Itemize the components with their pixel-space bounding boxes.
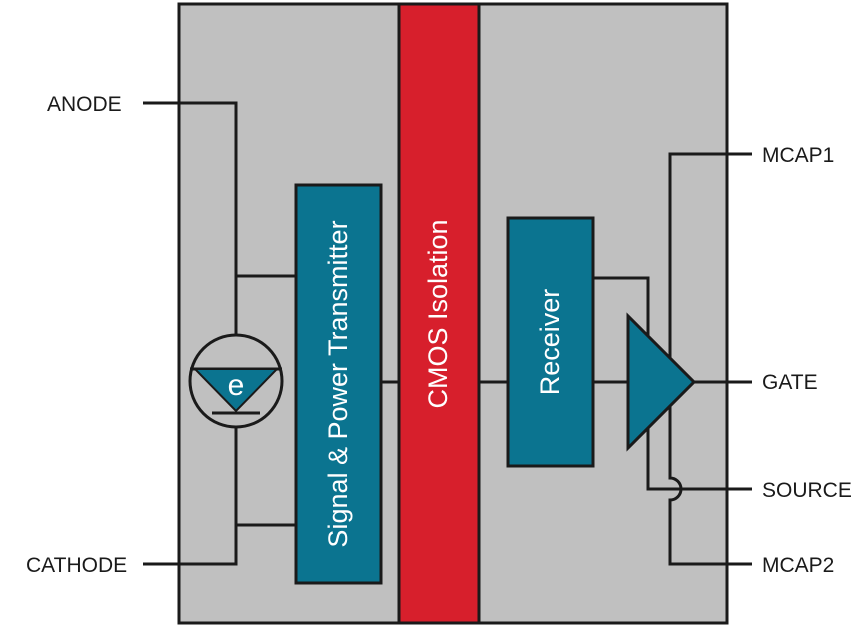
isolation-barrier [397,2,481,625]
cathode-wire [143,427,238,566]
source-wire [646,422,752,491]
isolation-label: CMOS Isolation [423,219,453,408]
e-diode-symbol: e [188,333,284,429]
mcap1-wire [668,152,752,358]
receiver-block [506,216,595,468]
pin-label-source: SOURCE [762,479,852,502]
pin-label-anode: ANODE [47,93,122,116]
e-diode-letter: e [228,369,245,402]
pin-label-gate: GATE [762,371,818,394]
transmitter-block [294,183,383,585]
pin-label-mcap2: MCAP2 [762,554,834,577]
anode-wire [143,101,238,335]
receiver-label: Receiver [535,289,565,396]
rx-upper-wire [593,276,650,345]
transmitter-label: Signal & Power Transmitter [323,220,353,547]
pin-label-cathode: CATHODE [26,554,127,577]
pin-label-mcap1: MCAP1 [762,144,834,167]
gate-driver-buffer [626,312,697,452]
